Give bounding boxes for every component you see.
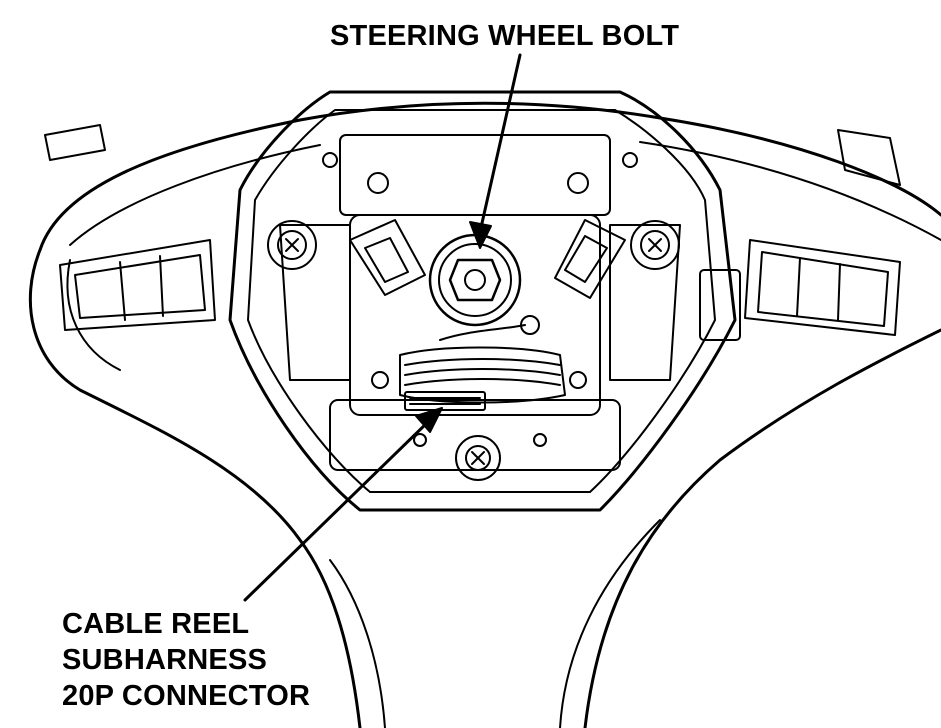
cable-reel-label-line-1: CABLE REEL (62, 608, 250, 640)
left-torx-screw (267, 220, 317, 270)
steering-wheel-bolt-label: STEERING WHEEL BOLT (330, 20, 680, 52)
cable-reel-label-line-2: SUBHARNESS (62, 644, 268, 676)
ground-terminal (439, 315, 540, 341)
bottom-torx-screw (455, 435, 501, 481)
connector-leader-arrow (243, 407, 443, 602)
right-torx-screw (630, 220, 680, 270)
bolt-leader-arrow (469, 53, 522, 249)
hub-frame (279, 134, 681, 471)
right-spoke-controls (699, 239, 901, 341)
left-airbag-connector (349, 219, 426, 296)
right-paddle (837, 129, 901, 186)
steering-wheel-bolt-part (428, 233, 522, 327)
left-spoke-controls (59, 239, 216, 331)
cable-reel-subharness (399, 346, 566, 411)
wheel-rim (28, 101, 941, 728)
left-paddle (44, 124, 106, 161)
cable-reel-connector-label: CABLE REEL SUBHARNESS 20P CONNECTOR (62, 606, 310, 714)
right-airbag-connector (554, 219, 626, 299)
cable-reel-label-line-3: 20P CONNECTOR (62, 680, 311, 712)
hub-cavity (228, 90, 737, 512)
